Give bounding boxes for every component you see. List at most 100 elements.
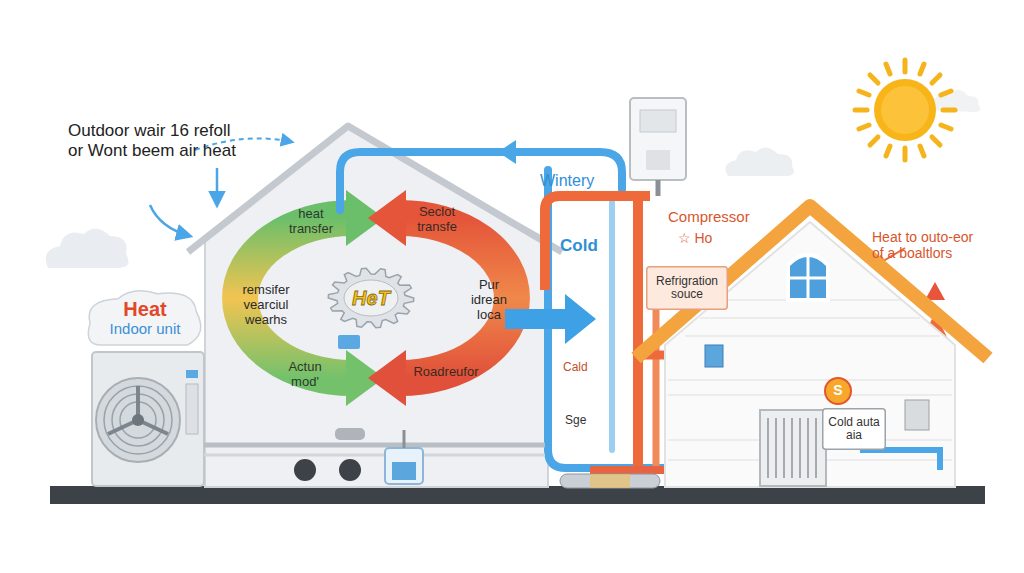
base-piping-part: [294, 459, 316, 481]
cycle-label: Roadreufor: [398, 365, 494, 380]
refrigerant-cylinder-part: [590, 474, 630, 488]
cold-flow-arrow: [505, 294, 596, 344]
right-house-part: [665, 222, 955, 487]
sun-symbol-part-part: [903, 60, 908, 72]
outdoor-ac-unit-part: [186, 384, 198, 434]
valve-fittings-part: [705, 345, 723, 367]
node-text: S: [833, 383, 842, 399]
flow-arrowhead: [498, 140, 516, 164]
valve-fittings: [705, 345, 940, 470]
cycle-label: Pur idrean loca: [463, 278, 515, 323]
outdoor-heat-unit-part-part: [807, 418, 809, 478]
cost-coin: S: [824, 377, 852, 405]
outdoor-heat-unit-part-part: [767, 418, 769, 478]
base-piping-part: [204, 443, 545, 448]
thermostat-unit: [630, 98, 686, 196]
base-piping-part: [403, 430, 406, 448]
hot-pipe-part: [633, 196, 643, 470]
season-label: Wintery: [540, 172, 620, 190]
outdoor-heat-unit: [760, 410, 826, 486]
right-house: [636, 206, 988, 487]
node-text: Heat: [123, 298, 166, 320]
outdoor-heat-unit-part-part: [783, 418, 785, 478]
right-house-part-part: [700, 317, 920, 319]
refrigeration-box: Refrigration souce: [646, 266, 728, 310]
pipe-label: Cald: [563, 361, 603, 375]
base-piping: [204, 428, 545, 484]
right-house-part-part: [668, 379, 952, 381]
node-text: Indoor unit: [110, 321, 181, 338]
outdoor-ac-unit-part: [92, 352, 204, 486]
sun-symbol-part: [881, 86, 929, 134]
gear-hub: [344, 280, 398, 316]
sun-symbol-part-part: [941, 91, 951, 95]
outdoor-heat-unit-part-part: [799, 418, 801, 478]
airflow-arrow: [216, 168, 219, 205]
cloud-decoration-part: [46, 228, 129, 268]
gear-shape: [328, 268, 414, 328]
cycle-label: Seclot transfe: [404, 205, 470, 235]
sun-symbol-part-part: [870, 137, 878, 145]
sun-symbol-part-part: [932, 137, 940, 145]
component-label: ☆ Ho: [678, 230, 738, 246]
thermostat-unit-part: [630, 98, 686, 180]
airflow-arrow: [150, 205, 190, 236]
node-text: Cold auta aia: [824, 416, 884, 443]
coin-shape: [825, 378, 851, 404]
sun-symbol-part-part: [859, 91, 869, 95]
cycle-label: Actun mod': [276, 360, 334, 390]
left-house: [188, 126, 562, 487]
left-house-part: [188, 126, 562, 252]
heat-up-arrowhead: [925, 282, 945, 300]
node-text: Refrigration souce: [648, 275, 726, 302]
outdoor-heat-unit-part-part: [775, 418, 777, 478]
base-piping-part: [385, 448, 423, 484]
cycle-label: remsifer vearciul wearhs: [228, 283, 304, 328]
outdoor-heat-unit-part: [768, 418, 816, 478]
outdoor-ac-unit-part: [132, 414, 144, 426]
sun-symbol-part-part: [859, 125, 869, 129]
outdoor-heat-unit-part: [760, 410, 826, 486]
cold-pipe-part: [340, 152, 622, 210]
left-house-part: [205, 128, 548, 487]
sun-symbol-part: [874, 79, 936, 141]
box-shape: [647, 267, 728, 310]
right-house-part-part: [668, 394, 952, 396]
heat-gear: HeT: [326, 268, 416, 328]
outdoor-heat-unit-part-part: [791, 418, 793, 478]
box-shape: [823, 409, 886, 450]
cloud-shape: [88, 291, 200, 345]
sun-symbol-part-part: [855, 108, 867, 113]
valve-fittings-part: [860, 450, 940, 470]
right-house-part: [788, 277, 828, 280]
pipe-label: Sge: [565, 414, 605, 428]
sun-symbol-part-part: [870, 75, 878, 83]
note-text: Outdoor wair 16 refoll or Wont beem air …: [68, 121, 246, 160]
valve-fittings-part: [905, 400, 929, 430]
right-house-part: [788, 255, 828, 300]
sun-symbol-part-part: [886, 64, 890, 74]
outdoor-ac-unit-part: [96, 378, 180, 462]
thermostat-unit-part: [656, 180, 661, 196]
node-text: HeT: [352, 287, 390, 309]
cold-air-box: Cold auta aia: [822, 408, 886, 450]
outdoor-heat-unit-part-part: [815, 418, 817, 478]
sun-symbol-part-part: [920, 64, 924, 74]
thermostat-unit-part: [640, 110, 676, 132]
sun-symbol: [855, 60, 955, 160]
outdoor-ac-unit-part: [186, 370, 198, 378]
refrigerant-cylinder-part: [560, 474, 660, 488]
sensor-icon: [338, 335, 360, 349]
temperature-label: Cold: [560, 236, 620, 256]
cycle-label: heat transfer: [280, 207, 342, 237]
base-piping-part: [335, 428, 365, 440]
sun-symbol-part: [855, 60, 955, 160]
sun-symbol-part-part: [920, 146, 924, 156]
cold-pipe-part: [609, 195, 615, 450]
sun-symbol-part-part: [932, 75, 940, 83]
cloud-decoration-part: [725, 147, 794, 176]
right-house-part: [636, 206, 988, 358]
